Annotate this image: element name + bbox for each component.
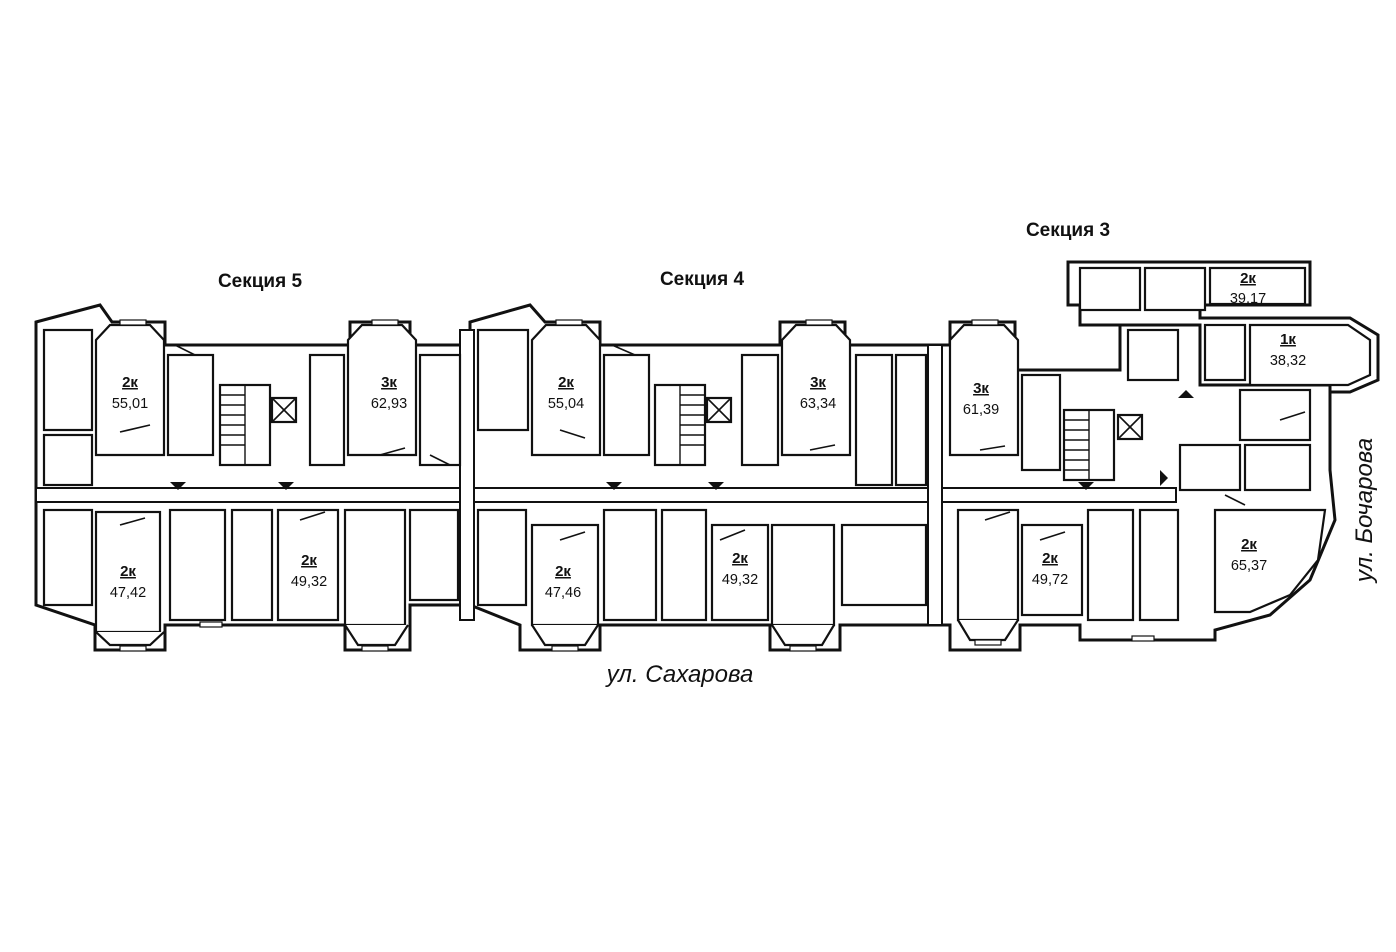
entrance-arrow [1078, 482, 1094, 490]
stair-section-4 [653, 383, 707, 467]
apartment-type: 2к [558, 374, 574, 391]
apartment-type: 2к [1240, 270, 1256, 287]
apartment-type: 3к [810, 374, 826, 391]
stair-section-3 [1062, 408, 1116, 482]
entrance-arrow [1160, 470, 1168, 486]
section-4-rooms [476, 323, 928, 647]
elevator-section-5 [270, 396, 298, 424]
apartment-area: 62,93 [371, 396, 407, 412]
apartment-area: 65,37 [1231, 558, 1267, 574]
windows [119, 319, 1155, 652]
section-3-title: Секция 3 [1026, 220, 1110, 241]
entrance-arrow [170, 482, 186, 490]
apartment-area: 39,17 [1230, 291, 1266, 307]
entrance-arrow [708, 482, 724, 490]
apartment-area: 49,72 [1032, 572, 1068, 588]
apartment-type: 2к [1042, 550, 1058, 567]
central-corridor [35, 329, 1177, 626]
entrance-arrow [1178, 390, 1194, 398]
stairwells [218, 383, 1144, 482]
elevator-section-3 [1116, 413, 1144, 441]
section-4-title: Секция 4 [660, 269, 745, 290]
apartment-area: 49,32 [291, 574, 327, 590]
apartment-area: 55,01 [112, 396, 148, 412]
apartment-area: 49,32 [722, 572, 758, 588]
apartment-type: 1к [1280, 331, 1296, 348]
section-5-title: Секция 5 [218, 271, 303, 292]
apartment-type: 2к [122, 374, 138, 391]
apartment-type: 2к [301, 552, 317, 569]
apartment-type: 3к [973, 380, 989, 397]
apartment-area: 38,32 [1270, 353, 1306, 369]
apartment-type: 2к [1241, 536, 1257, 553]
door-swings [119, 344, 1306, 541]
apartment-type: 2к [732, 550, 748, 567]
section-5-rooms [42, 323, 462, 647]
apartment-labels: 2к 55,01 3к 62,93 2к 55,04 3к 63,34 3к 6… [110, 270, 1306, 601]
apartment-type: 2к [555, 563, 571, 580]
street-label-east: ул. Бочарова [1351, 438, 1378, 584]
elevator-section-4 [705, 396, 733, 424]
entrance-arrow [606, 482, 622, 490]
apartment-type: 3к [381, 374, 397, 391]
entrance-arrow [278, 482, 294, 490]
apartment-area: 63,34 [800, 396, 836, 412]
apartment-type: 2к [120, 563, 136, 580]
section-3-rooms [948, 266, 1372, 642]
street-label-south: ул. Сахарова [605, 661, 754, 688]
apartment-area: 47,42 [110, 585, 146, 601]
apartment-area: 61,39 [963, 402, 999, 418]
entrance-markers [170, 390, 1194, 490]
apartment-area: 47,46 [545, 585, 581, 601]
apartment-area: 55,04 [548, 396, 584, 412]
stair-section-5 [218, 383, 272, 467]
